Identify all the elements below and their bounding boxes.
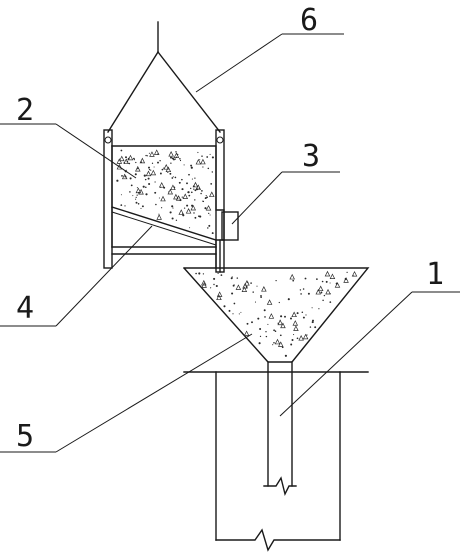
pile-casing bbox=[183, 371, 369, 552]
label-1: 1 bbox=[426, 257, 444, 292]
leader-4: 4 bbox=[0, 225, 153, 327]
label-2: 2 bbox=[16, 93, 34, 128]
label-3: 3 bbox=[302, 139, 320, 174]
discharge-gate bbox=[215, 211, 239, 273]
bucket-concrete bbox=[116, 149, 215, 235]
hoist-sling bbox=[107, 21, 221, 133]
leader-2: 2 bbox=[0, 93, 137, 179]
funnel bbox=[183, 267, 370, 363]
leader-5: 5 bbox=[0, 333, 253, 454]
tremie-pipe bbox=[263, 361, 297, 497]
leader-6: 6 bbox=[195, 3, 344, 93]
label-5: 5 bbox=[16, 419, 34, 454]
label-4: 4 bbox=[16, 291, 34, 326]
leader-3: 3 bbox=[231, 139, 340, 225]
label-6: 6 bbox=[300, 3, 318, 38]
funnel-concrete bbox=[195, 270, 358, 357]
leader-1: 1 bbox=[279, 257, 460, 417]
